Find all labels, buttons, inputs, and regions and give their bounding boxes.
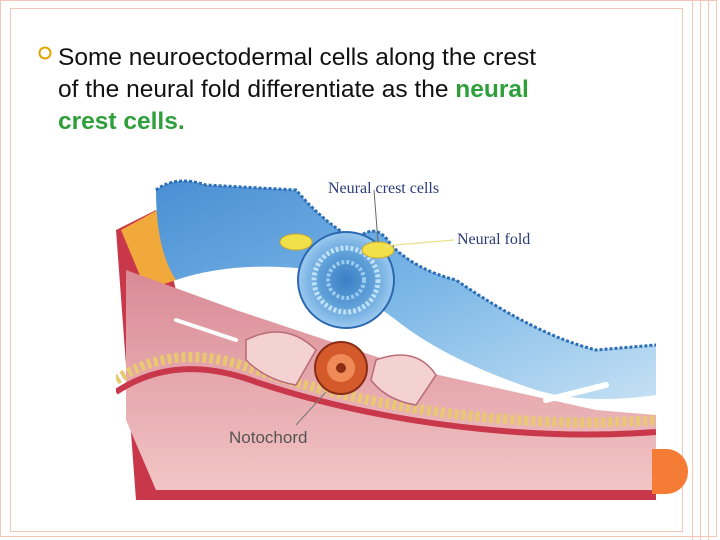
label-neural-fold: Neural fold — [457, 231, 531, 248]
neural-fold-illustration — [116, 179, 656, 500]
bullet-line-3: crest cells. — [58, 108, 185, 135]
decor-line — [708, 0, 709, 540]
label-neural-crest-cells: Neural crest cells — [328, 180, 440, 197]
bullet-line-2-text: of the neural fold differentiate as the — [58, 76, 456, 103]
decor-line — [692, 0, 693, 540]
bullet-line-1: Some neuroectodermal cells along the cre… — [58, 44, 537, 71]
bullet-text: Some neuroectodermal cells along the cre… — [58, 42, 643, 138]
label-notochord: Notochord — [229, 428, 308, 447]
decor-orange-circle — [652, 449, 688, 494]
bullet-line-2: of the neural fold differentiate as the … — [58, 74, 643, 106]
slide-inner-frame — [10, 8, 683, 532]
decor-line — [700, 0, 701, 540]
highlight-term: neural — [455, 76, 529, 103]
circle-checkbox-icon — [38, 46, 52, 60]
